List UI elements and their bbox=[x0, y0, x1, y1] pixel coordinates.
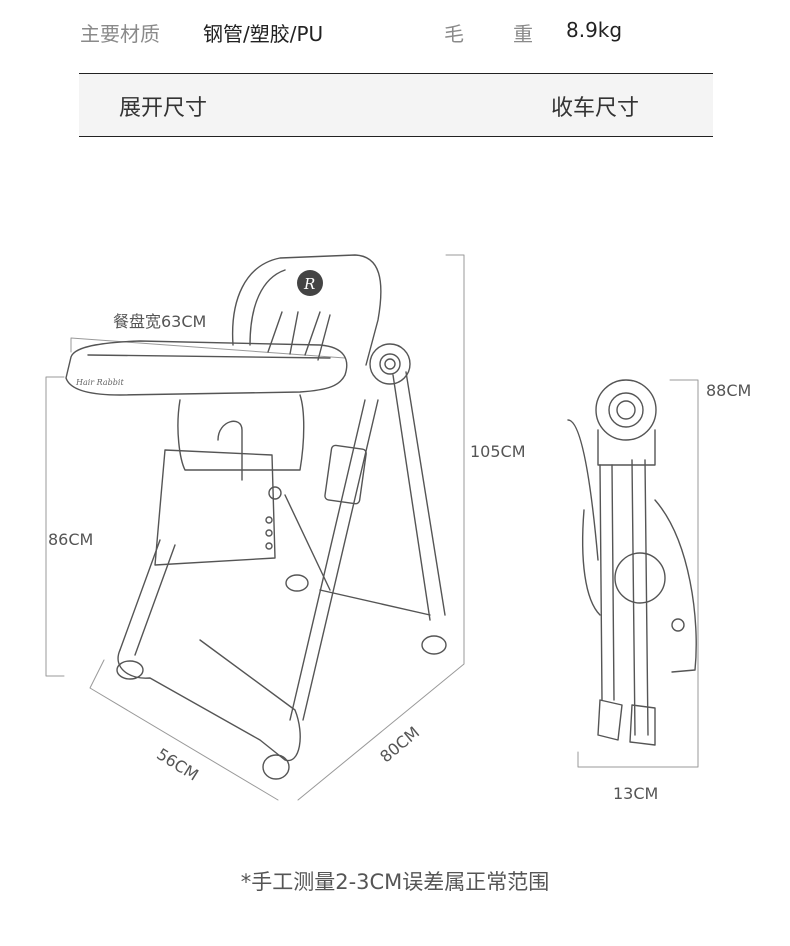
tray-width-label: 餐盘宽63CM bbox=[113, 312, 207, 331]
brand-logo-icon bbox=[297, 270, 323, 296]
unfolded-size-title: 展开尺寸 bbox=[119, 96, 208, 121]
material-value: 钢管/塑胶/PU bbox=[203, 22, 324, 46]
total-height-label: 105CM bbox=[470, 442, 526, 461]
seat-height-label: 86CM bbox=[48, 530, 94, 549]
width-56-line bbox=[89, 659, 279, 801]
wheel bbox=[262, 754, 290, 780]
folded-size-title: 收车尺寸 bbox=[551, 96, 640, 121]
height-86-line bbox=[45, 376, 65, 677]
dimension-lines bbox=[45, 254, 699, 801]
tray-logo-text: Hair Rabbit bbox=[75, 378, 124, 387]
weight-label-2: 重 bbox=[513, 22, 533, 46]
wheel bbox=[116, 660, 144, 680]
folded-chair bbox=[567, 379, 697, 746]
weight-value: 8.9kg bbox=[566, 18, 623, 42]
measurement-footnote: *手工测量2-3CM误差属正常范围 bbox=[240, 870, 550, 894]
size-section-header: 展开尺寸 收车尺寸 bbox=[79, 73, 713, 137]
wheel bbox=[285, 574, 309, 592]
folded-thickness-label: 13CM bbox=[613, 784, 659, 803]
height-105-line bbox=[297, 254, 465, 801]
svg-text:R: R bbox=[303, 275, 315, 293]
folded-foot bbox=[597, 699, 623, 741]
folded-height-label: 88CM bbox=[706, 381, 752, 400]
unfolded-chair: R Hair Rabbit bbox=[65, 254, 447, 780]
weight-label-1: 毛 bbox=[444, 22, 464, 46]
tray-width-line bbox=[70, 337, 346, 359]
folded-dim-lines bbox=[577, 379, 699, 768]
folded-foot bbox=[629, 704, 656, 746]
footrest bbox=[154, 449, 276, 566]
wheel bbox=[421, 635, 447, 655]
material-label: 主要材质 bbox=[80, 22, 160, 46]
